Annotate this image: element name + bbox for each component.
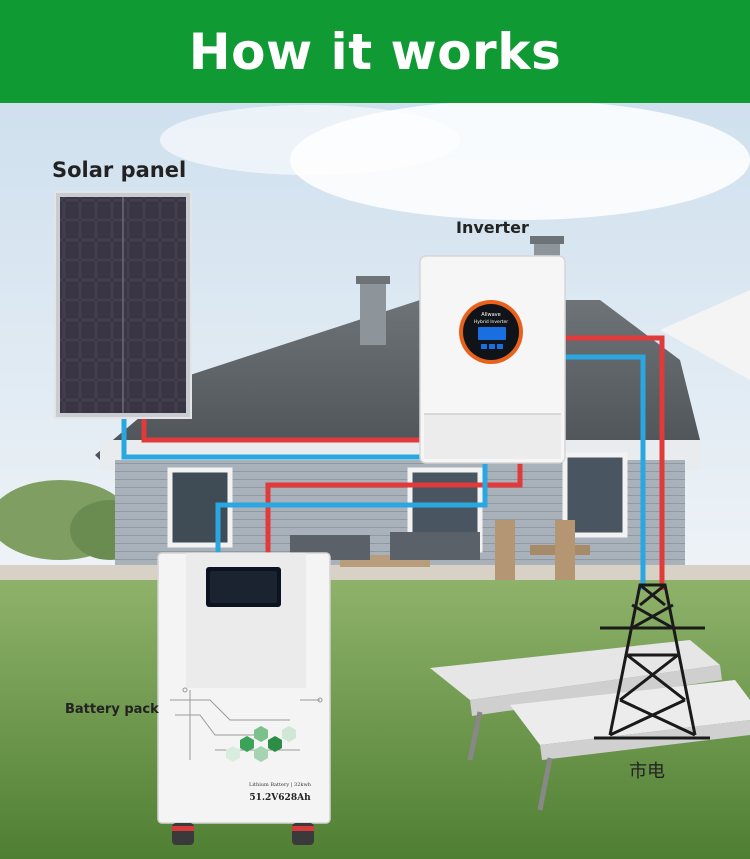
page-title: How it works xyxy=(188,22,562,81)
panel-negative-wire xyxy=(121,418,440,460)
battery-pack-label: Battery pack xyxy=(65,702,159,717)
grid-negative-wire xyxy=(562,354,646,590)
panel-positive-wire xyxy=(141,418,440,443)
wiring xyxy=(121,335,665,590)
system-diagram: Allwave Hybrid Inverter Li xyxy=(0,103,750,859)
solar-panel-label: Solar panel xyxy=(52,158,187,182)
inverter-label: Inverter xyxy=(456,218,529,237)
battery-hexagons xyxy=(226,726,296,762)
grid-tower-icon xyxy=(594,583,710,740)
header-banner: How it works xyxy=(0,0,750,103)
grid-label: 市电 xyxy=(629,761,665,782)
inverter-model-text: Hybrid Inverter xyxy=(474,319,508,325)
battery-model-text: 51.2V628Ah xyxy=(249,793,311,803)
cloud xyxy=(160,105,460,175)
battery-spec-text: Lithium Battery | 32kwh xyxy=(249,782,312,788)
inverter-lcd xyxy=(478,327,506,340)
inverter-brand-text: Allwave xyxy=(481,312,500,318)
battery-positive-wire xyxy=(265,462,523,555)
battery-pack: Lithium Battery | 32kwh 51.2V628Ah xyxy=(157,552,331,845)
grid-positive-wire xyxy=(562,335,665,590)
battery-negative-wire xyxy=(215,462,488,555)
solar-panel xyxy=(54,191,192,419)
inverter: Allwave Hybrid Inverter xyxy=(419,255,566,464)
umbrella xyxy=(660,290,750,380)
